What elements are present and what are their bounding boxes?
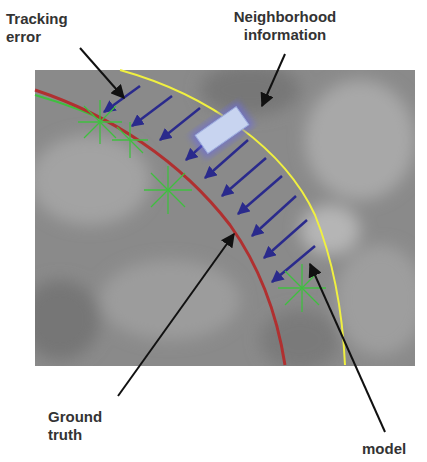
xray-image	[35, 70, 415, 366]
model-curve	[120, 70, 345, 365]
callout-label: Neighborhood information	[220, 8, 350, 44]
error-arrows	[104, 86, 315, 282]
leader-lines	[80, 48, 385, 432]
callout-label: Tracking error	[6, 10, 86, 46]
ground-truth-curve	[35, 90, 285, 365]
callout-label: Ground truth	[48, 408, 128, 444]
callout-label: model	[362, 440, 422, 458]
neighborhood-patch	[189, 101, 255, 160]
